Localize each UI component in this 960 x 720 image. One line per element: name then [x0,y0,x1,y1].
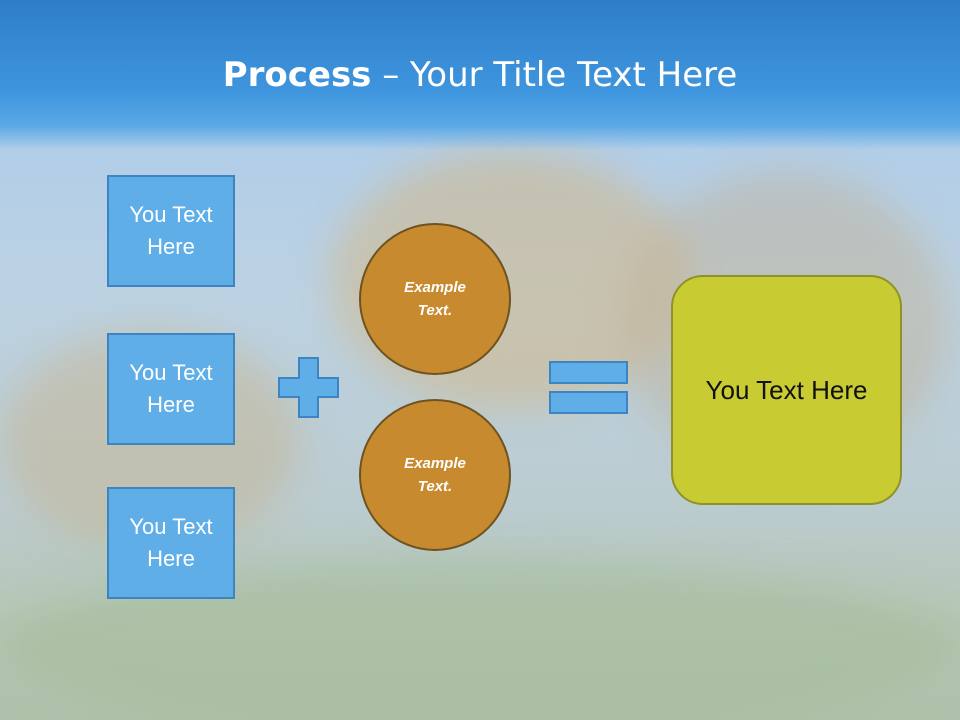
example-circle-1[interactable]: Example Text. [359,223,511,375]
input-box-3[interactable]: You Text Here [107,487,235,599]
title-rest: – Your Title Text Here [371,55,738,95]
example-circle-2-label: Example Text. [404,455,466,495]
equals-icon [549,361,628,414]
plus-icon [278,357,339,418]
title-bold: Process [222,55,372,95]
example-circle-2[interactable]: Example Text. [359,399,511,551]
title-band [0,0,960,150]
input-box-2[interactable]: You Text Here [107,333,235,445]
input-box-1[interactable]: You Text Here [107,175,235,287]
result-box[interactable]: You Text Here [671,275,902,505]
example-circle-1-label: Example Text. [404,279,466,319]
slide-title: Process – Your Title Text Here [0,52,960,98]
